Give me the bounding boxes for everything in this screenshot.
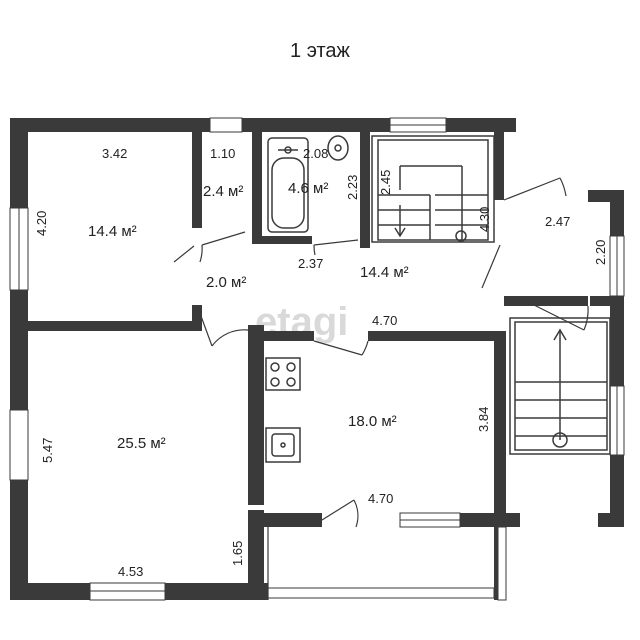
living-height: 5.47 [40,438,55,463]
side-stairs [509,317,611,455]
hall-area: 14.4 м² [360,264,409,281]
sink-icon [327,135,349,161]
bedroom-width: 3.42 [102,146,127,161]
doors [173,177,589,600]
stairwell [371,135,495,243]
kitchen-height: 3.84 [476,407,491,432]
entry-height: 2.20 [593,240,608,265]
hall-dim-b: 4.70 [372,313,397,328]
stove-icon [265,357,301,391]
floor-title: 1 этаж [290,40,350,62]
vestibule-area: 2.0 м² [206,274,246,291]
bath-height: 2.23 [345,175,360,200]
bath-width: 2.08 [303,146,328,161]
hall-dim-a: 2.37 [298,256,323,271]
living-corner-dim: 1.65 [230,541,245,566]
bath-area: 4.6 м² [288,180,328,197]
kitchen-sink-icon [265,427,301,463]
walls [10,118,624,600]
bedroom-height: 4.20 [34,211,49,236]
kitchen-width: 4.70 [368,491,393,506]
room-labels: 14.4 м² 3.42 4.20 1.10 2.4 м² 2.08 4.6 м… [34,146,608,579]
living-area: 25.5 м² [117,435,166,452]
entry-width: 2.47 [545,214,570,229]
toilet-area: 2.4 м² [203,183,243,200]
bedroom-area: 14.4 м² [88,223,137,240]
toilet-width: 1.10 [210,146,235,161]
windows [9,117,625,601]
stair-left-dim: 2.45 [378,170,393,195]
living-width: 4.53 [118,564,143,579]
kitchen-area: 18.0 м² [348,413,397,430]
stair-right-dim: 4.30 [477,207,492,232]
bathtub [267,137,309,233]
